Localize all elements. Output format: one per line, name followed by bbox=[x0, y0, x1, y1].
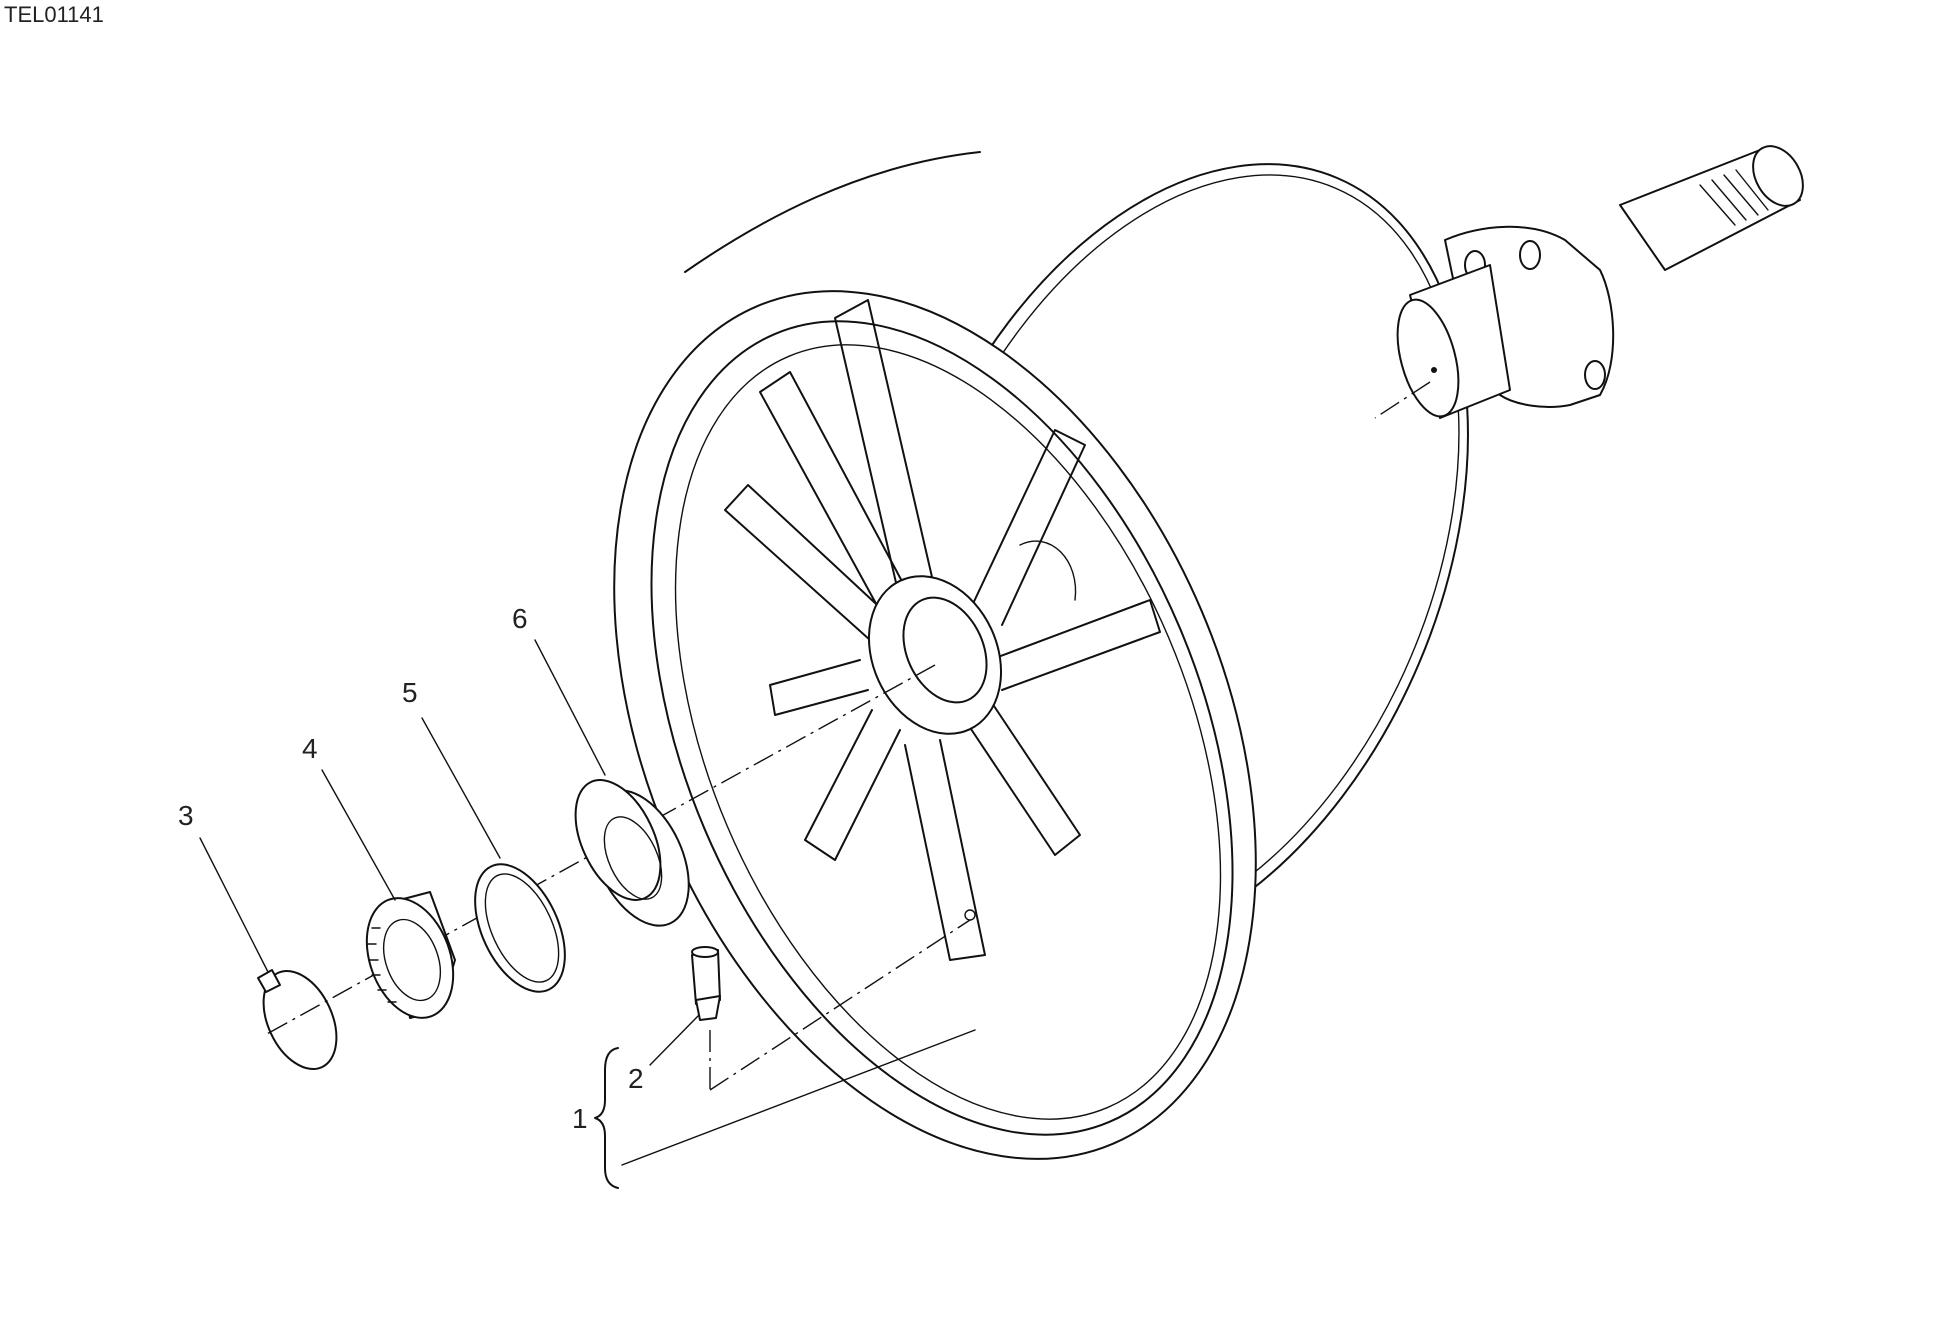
callout-6: 6 bbox=[512, 603, 528, 634]
callout-3: 3 bbox=[178, 800, 194, 831]
callout-leaders bbox=[199, 639, 976, 1189]
callout-2: 2 bbox=[628, 1063, 644, 1094]
hub-axle bbox=[1396, 145, 1804, 419]
snap-ring bbox=[257, 969, 338, 1071]
callout-5: 5 bbox=[402, 677, 418, 708]
callout-4: 4 bbox=[302, 733, 318, 764]
ring-nut bbox=[365, 891, 456, 1019]
callout-labels: 6 5 4 3 2 1 bbox=[178, 603, 644, 1134]
spacer-washer bbox=[474, 863, 566, 993]
callout-1: 1 bbox=[572, 1103, 588, 1134]
tyre-valve bbox=[691, 946, 721, 1021]
wheel-spokes bbox=[724, 299, 1161, 961]
drawing-reference-code: TEL01141 bbox=[4, 2, 104, 27]
seal-ring bbox=[574, 779, 690, 927]
